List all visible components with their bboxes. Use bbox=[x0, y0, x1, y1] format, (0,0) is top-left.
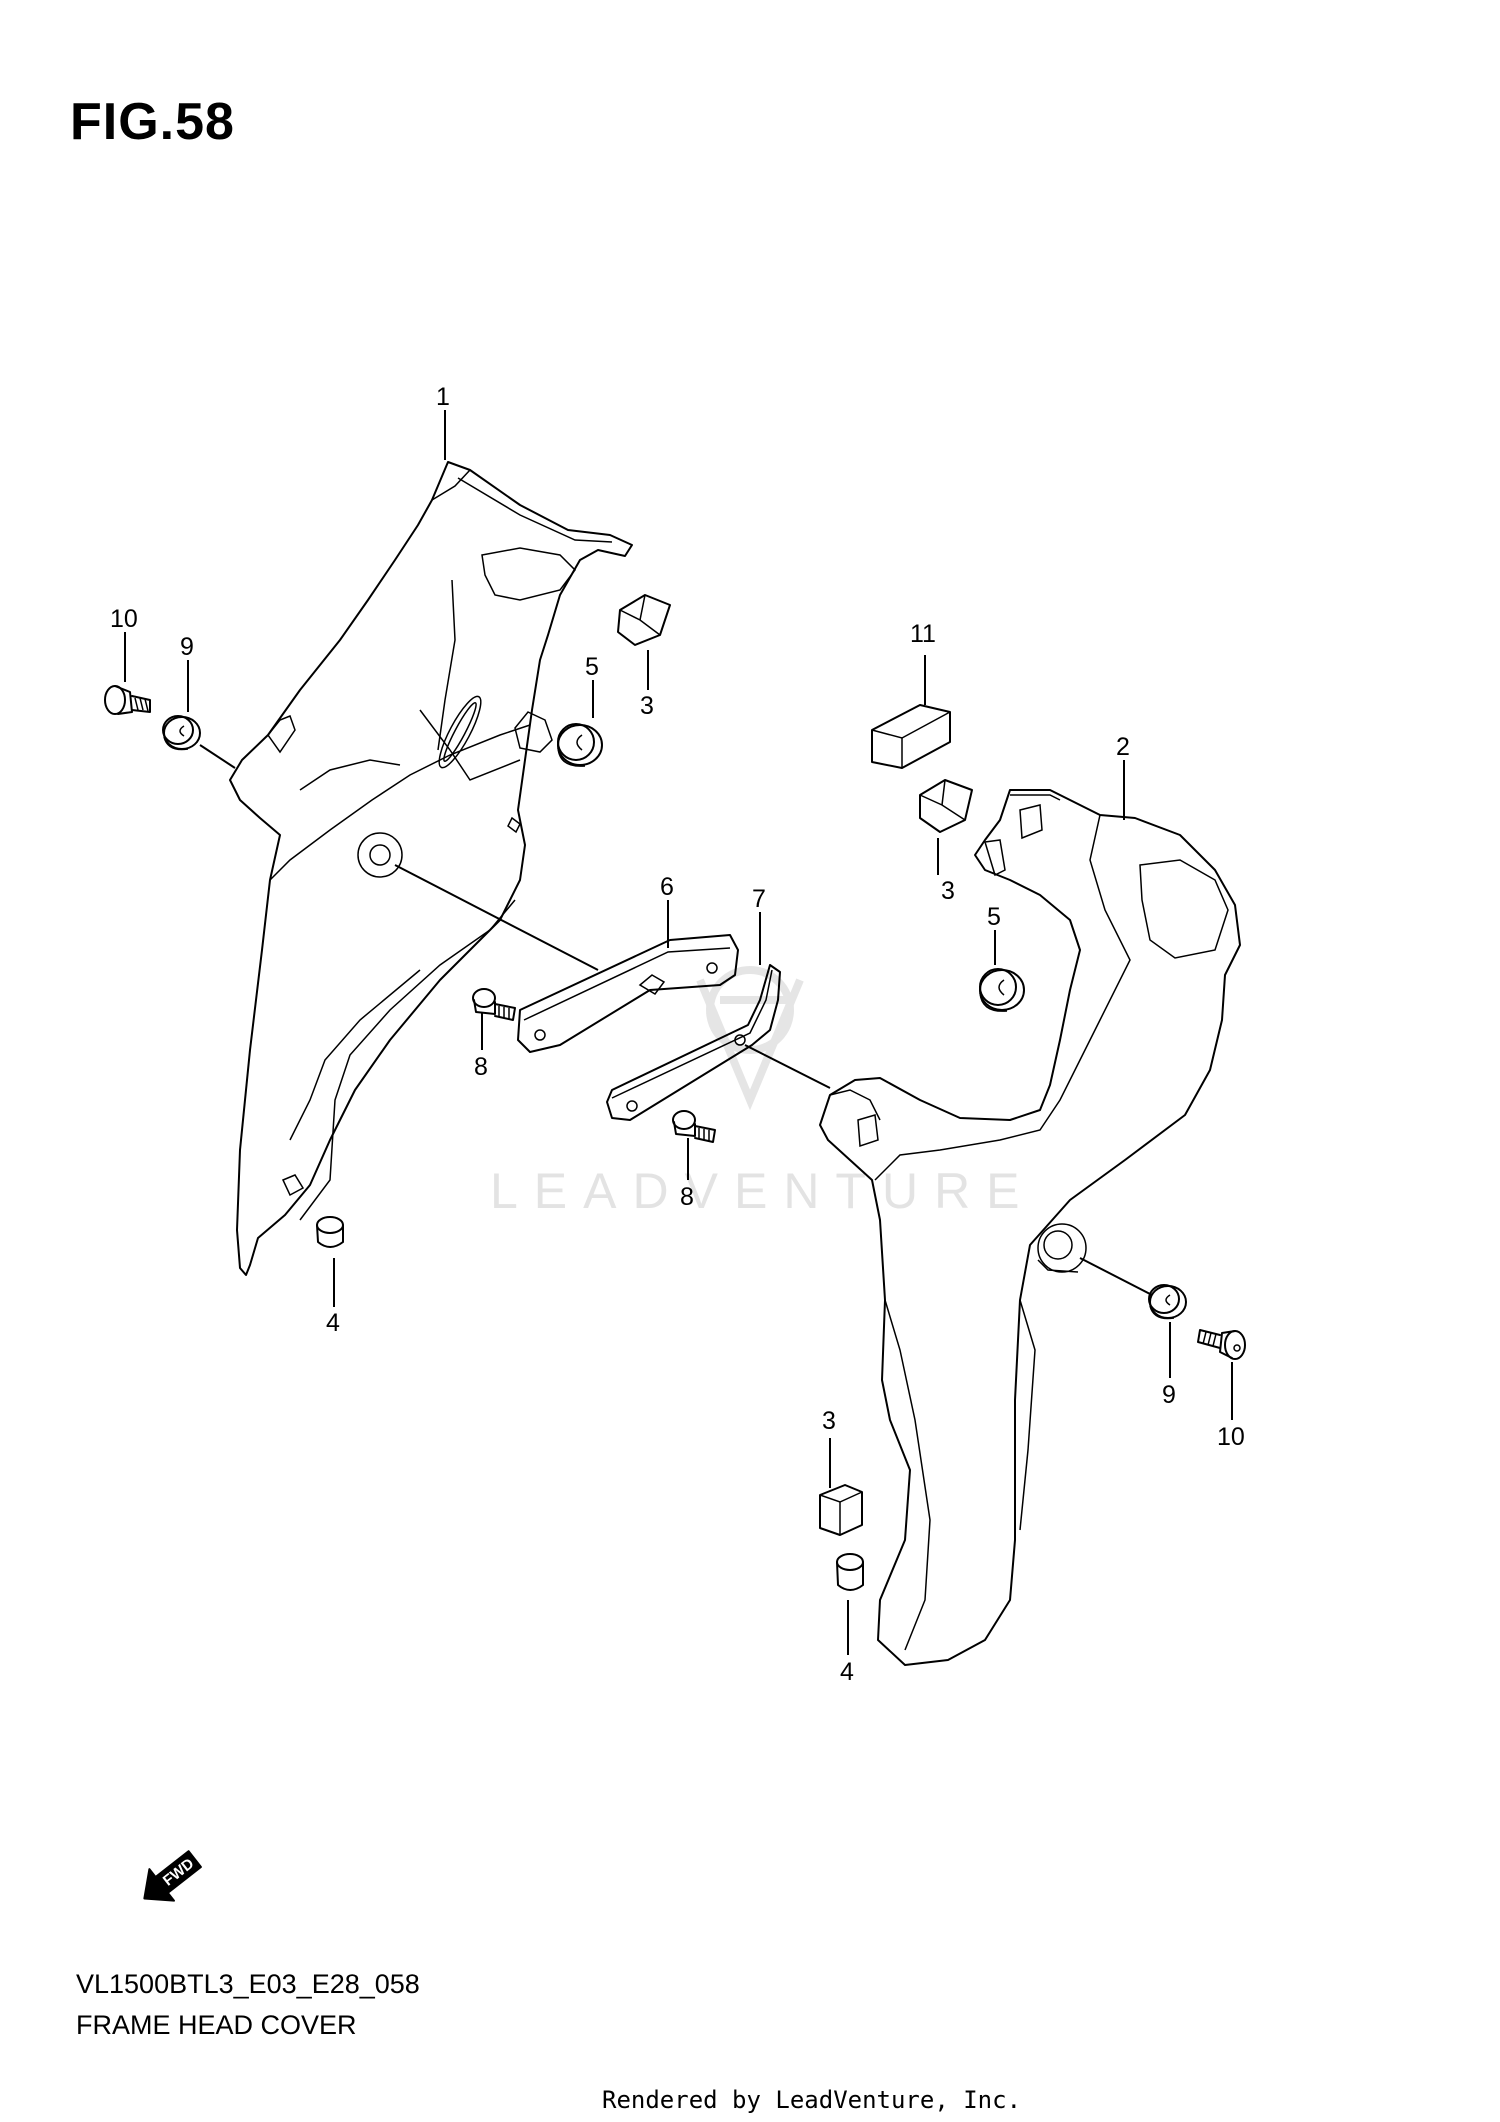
part-8-screw-right bbox=[672, 1110, 716, 1143]
callout-3-top: 3 bbox=[640, 692, 654, 720]
part-5-grommet-right bbox=[979, 968, 1025, 1012]
figure-title: FIG.58 bbox=[70, 93, 235, 151]
section-caption: FRAME HEAD COVER bbox=[76, 2010, 357, 2040]
fwd-arrow-icon: FWD bbox=[143, 1850, 202, 1902]
callout-7: 7 bbox=[752, 885, 766, 913]
part-4-cap-left bbox=[316, 1216, 344, 1248]
callout-8-right: 8 bbox=[680, 1183, 694, 1211]
part-9-spacer-left bbox=[162, 715, 201, 751]
callout-11: 11 bbox=[910, 620, 936, 648]
part-2-right-frame-head-cover bbox=[819, 789, 1241, 1666]
part-7-bracket bbox=[606, 964, 781, 1121]
part-3-clamp-bottom bbox=[819, 1484, 863, 1536]
watermark: LEADVENTURE bbox=[490, 966, 1036, 1219]
callout-4-right: 4 bbox=[840, 1658, 854, 1686]
leader-lines bbox=[124, 410, 1233, 1655]
callout-10-left: 10 bbox=[110, 605, 138, 633]
render-credit: Rendered by LeadVenture, Inc. bbox=[602, 2086, 1022, 2114]
part-10-bolt-left bbox=[104, 685, 151, 715]
part-4-cap-right bbox=[836, 1553, 864, 1591]
callout-4-left: 4 bbox=[326, 1309, 340, 1337]
part-3-clamp-right bbox=[919, 779, 973, 833]
callout-1: 1 bbox=[436, 383, 450, 411]
callout-6: 6 bbox=[660, 873, 674, 901]
callout-5-right: 5 bbox=[987, 903, 1001, 931]
callout-5-left: 5 bbox=[585, 653, 599, 681]
part-11-cushion bbox=[871, 704, 951, 769]
callout-numbers: 1 2 3 3 3 4 4 5 5 6 7 8 8 9 9 10 10 11 bbox=[110, 383, 1245, 1686]
callout-3-bottom: 3 bbox=[822, 1407, 836, 1435]
callout-9-left: 9 bbox=[180, 633, 194, 661]
callout-2: 2 bbox=[1116, 733, 1130, 761]
callout-9-right: 9 bbox=[1162, 1381, 1176, 1409]
part-6-bracket bbox=[517, 934, 739, 1053]
watermark-text: LEADVENTURE bbox=[490, 1163, 1036, 1219]
part-10-bolt-right bbox=[1197, 1329, 1246, 1360]
callout-8-left: 8 bbox=[474, 1053, 488, 1081]
part-9-spacer-right bbox=[1148, 1284, 1187, 1320]
part-5-grommet-left bbox=[557, 723, 603, 767]
part-8-screw-left bbox=[472, 988, 516, 1021]
callout-3-right: 3 bbox=[941, 877, 955, 905]
part-3-clamp-top bbox=[617, 594, 671, 646]
watermark-logo bbox=[696, 966, 804, 1111]
callout-10-right: 10 bbox=[1217, 1423, 1245, 1451]
part-1-left-frame-head-cover bbox=[229, 461, 633, 1276]
model-code: VL1500BTL3_E03_E28_058 bbox=[76, 1969, 420, 1999]
